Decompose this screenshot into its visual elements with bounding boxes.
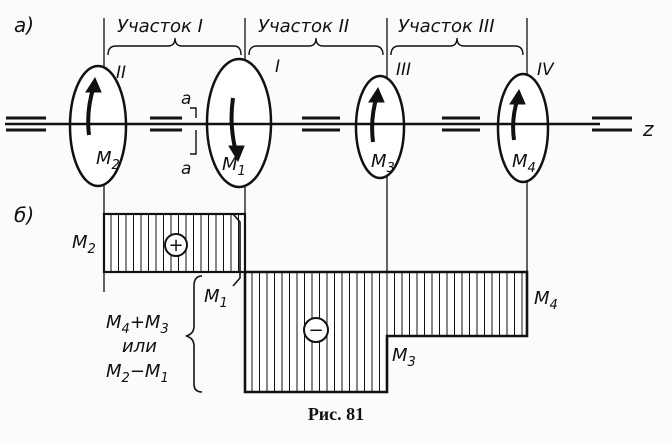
shaft-label-z: z <box>642 117 654 141</box>
brace-section-3 <box>390 37 524 56</box>
m1-bracket <box>232 213 241 287</box>
figure-caption: Рис. 81 <box>308 404 364 424</box>
section-braces <box>107 37 524 56</box>
pulley-roman-i: I <box>275 57 280 77</box>
pulley-ii <box>68 64 128 188</box>
cut-label-bottom: a <box>181 159 191 179</box>
pulley-moment-m2: M2 <box>96 148 120 173</box>
brace-section-1 <box>107 37 242 56</box>
diagram-label-m2: M2 <box>72 232 96 257</box>
section-label-3: Участок III <box>398 16 495 37</box>
pulley-roman-iv: IV <box>537 60 555 80</box>
pulley-roman-ii: II <box>116 63 126 83</box>
cut-mark-bottom <box>190 130 197 155</box>
diagram-label-m4: M4 <box>534 288 558 313</box>
cut-label-top: a <box>181 89 191 109</box>
pulley-iii <box>354 74 406 180</box>
diagram-label-m1: M1 <box>204 286 228 311</box>
pulley-roman-iii: III <box>396 60 411 80</box>
cut-mark-top <box>190 107 197 118</box>
formula-brace <box>185 275 203 393</box>
part-label-b: б) <box>14 203 34 227</box>
section-cut-marks <box>190 107 197 155</box>
plus-sign-icon <box>164 233 188 257</box>
minus-sign: − <box>308 320 323 341</box>
arrow-up-icon <box>509 88 526 105</box>
pulley-iv <box>496 72 550 184</box>
moment-arrows <box>85 76 526 163</box>
section-label-2: Участок II <box>258 16 349 37</box>
formula-line-1: M4+M3 <box>106 312 169 337</box>
pulley-moment-m1: M1 <box>222 154 246 179</box>
formula-line-3: M2−M1 <box>106 361 169 386</box>
plus-sign: + <box>168 235 183 256</box>
part-label-a: а) <box>14 13 34 37</box>
pulley-moment-m4: M4 <box>512 151 536 176</box>
pulley-moment-m3: M3 <box>371 151 395 176</box>
arrow-down-icon <box>228 145 245 163</box>
arrow-up-icon <box>368 86 385 103</box>
diagram-label-m3: M3 <box>392 345 416 370</box>
arrow-up-icon <box>85 76 102 93</box>
minus-sign-icon <box>303 317 329 343</box>
section-label-1: Участок I <box>117 16 203 37</box>
brace-section-2 <box>248 37 384 56</box>
formula-or: или <box>122 336 157 357</box>
